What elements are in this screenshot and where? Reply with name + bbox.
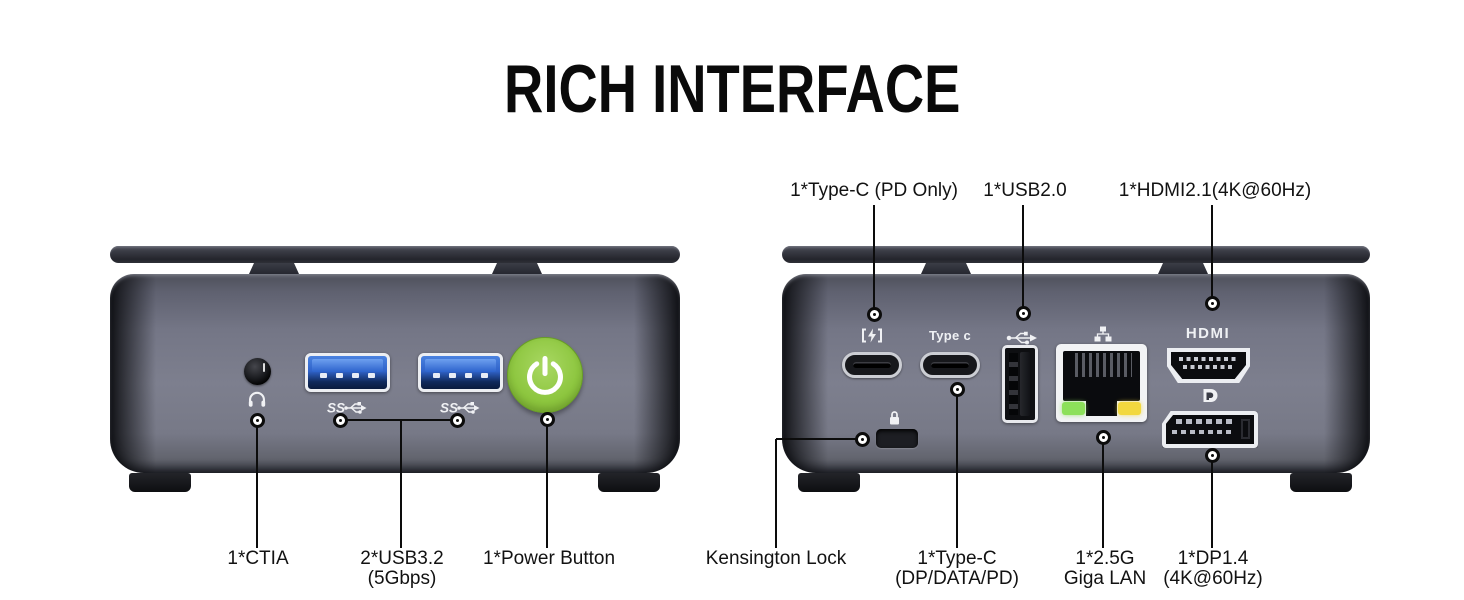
callout-line-dp (1211, 462, 1213, 548)
callout-dot-dp (1205, 448, 1220, 463)
headphone-jack-port (244, 358, 271, 385)
callout-line-type-c-dp (956, 396, 958, 548)
callout-line-usb2 (1022, 205, 1024, 307)
callout-dot-hdmi (1205, 296, 1220, 311)
label-type-c-dp: 1*Type-C (917, 548, 997, 569)
device-foot (1290, 473, 1352, 492)
power-button (507, 337, 583, 413)
usb-icon (1006, 331, 1037, 345)
label-type-c-pd: 1*Type-C (PD Only) (790, 180, 958, 201)
label-type-c-dp-sub: (DP/DATA/PD) (895, 568, 1019, 589)
power-delivery-icon (862, 328, 882, 343)
superspeed-usb-icon: SS (327, 401, 367, 416)
callout-line-hdmi (1211, 205, 1213, 297)
device-foot (129, 473, 191, 492)
ethernet-icon (1094, 326, 1112, 342)
callout-line-kensington (775, 439, 777, 548)
label-dp: 1*DP1.4 (1177, 548, 1249, 569)
callout-dot-type-c-dp (950, 382, 965, 397)
label-dp-sub: (4K@60Hz) (1163, 568, 1263, 589)
page-title: RICH INTERFACE (503, 51, 961, 127)
callout-dot-ctia (250, 413, 265, 428)
callout-line-kensington (776, 438, 856, 440)
label-lan-sub: Giga LAN (1063, 568, 1147, 589)
usb3-port (305, 353, 390, 392)
lid-hinge-tab (492, 263, 542, 274)
power-icon (527, 355, 563, 395)
callout-dot-kensington (855, 432, 870, 447)
label-power: 1*Power Button (482, 548, 616, 569)
device-foot (798, 473, 860, 492)
label-lan: 1*2.5G (1075, 548, 1135, 569)
label-usb3: 2*USB3.2 (360, 548, 444, 569)
device-chassis (110, 274, 680, 473)
callout-line-lan (1102, 444, 1104, 548)
kensington-lock-slot (876, 429, 918, 448)
hdmi-port (1167, 348, 1250, 383)
callout-dot-lan (1096, 430, 1111, 445)
callout-line-usb3 (340, 419, 457, 421)
label-usb3-sub: (5Gbps) (367, 568, 437, 589)
callout-dot-power (540, 412, 555, 427)
headphone-icon (248, 391, 266, 407)
type-c-port-label: Type c (928, 328, 972, 343)
svg-text:SS: SS (440, 401, 458, 416)
callout-dot-usb3-left (333, 413, 348, 428)
label-kensington: Kensington Lock (705, 548, 847, 569)
lid-hinge-tab (921, 263, 971, 274)
superspeed-usb-icon: SS (440, 401, 480, 416)
lid-hinge-tab (1158, 263, 1208, 274)
mini-pc-front-view: SS SS (110, 246, 680, 492)
label-ctia: 1*CTIA (227, 548, 289, 569)
label-hdmi: 1*HDMI2.1(4K@60Hz) (1118, 180, 1312, 201)
ethernet-port (1056, 344, 1147, 422)
callout-line-power (546, 426, 548, 548)
callout-dot-usb3-right (450, 413, 465, 428)
usb-c-data-port (920, 352, 980, 378)
label-usb2: 1*USB2.0 (983, 180, 1067, 201)
usb2-port (1002, 345, 1038, 423)
callout-dot-type-c-pd (867, 307, 882, 322)
callout-line-ctia (256, 427, 258, 548)
hdmi-port-label: HDMI (1185, 325, 1231, 342)
device-lid (110, 246, 680, 263)
displayport-logo-icon (1203, 389, 1218, 402)
lock-icon (890, 411, 899, 425)
device-foot (598, 473, 660, 492)
usb-c-pd-port (842, 352, 902, 378)
callout-dot-usb2 (1016, 306, 1031, 321)
mini-pc-back-view: Type c (782, 246, 1370, 492)
usb3-port (418, 353, 503, 392)
lan-led-yellow (1118, 402, 1141, 415)
device-lid (782, 246, 1370, 263)
svg-text:SS: SS (327, 401, 345, 416)
lid-hinge-tab (249, 263, 299, 274)
callout-line-type-c-pd (873, 205, 875, 308)
lan-led-green (1062, 402, 1085, 415)
displayport-port (1162, 411, 1258, 448)
callout-line-usb3 (400, 420, 402, 548)
